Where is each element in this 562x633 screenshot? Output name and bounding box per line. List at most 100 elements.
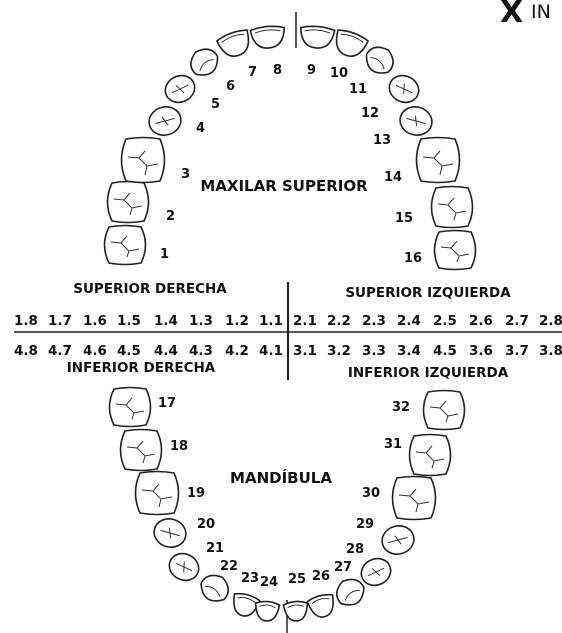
brand-logo: X IN: [500, 0, 551, 30]
upper-fdi-code: 2.2: [327, 313, 351, 329]
upper-tooth-number: 3: [181, 167, 190, 182]
tooth-outline: [432, 187, 473, 228]
lower-fdi-code: 4.3: [189, 343, 213, 359]
lower-fdi-code: 4.5: [433, 343, 457, 359]
tooth-outline: [216, 28, 254, 61]
lower-tooth-17: [110, 388, 151, 427]
tooth-outline: [122, 138, 165, 183]
lower-fdi-code: 3.2: [327, 343, 351, 359]
upper-tooth-1: [105, 226, 146, 265]
lower-fdi-code: 3.3: [362, 343, 386, 359]
upper-tooth-16: [435, 231, 476, 270]
lower-fdi-code: 4.5: [117, 343, 141, 359]
upper-tooth-12: [385, 71, 423, 107]
upper-fdi-code: 1.4: [154, 313, 178, 329]
lower-fdi-code: 3.4: [397, 343, 421, 359]
tooth-outline: [307, 592, 338, 619]
upper-tooth-number: 9: [307, 63, 316, 78]
upper-teeth: [105, 25, 476, 269]
quadrant-lower-right: INFERIOR DERECHA: [67, 360, 216, 376]
upper-fdi-code: 1.2: [225, 313, 249, 329]
upper-tooth-number: 14: [384, 170, 402, 185]
upper-tooth-number: 4: [196, 121, 205, 136]
lower-tooth-24: [254, 600, 280, 622]
tooth-outline: [361, 41, 400, 79]
lower-tooth-30: [393, 477, 436, 520]
upper-tooth-number: 8: [273, 63, 282, 78]
quadrant-lower-left: INFERIOR IZQUIERDA: [348, 365, 509, 381]
lower-tooth-number: 27: [334, 560, 352, 575]
lower-fdi-code: 3.1: [293, 343, 317, 359]
tooth-outline: [299, 25, 335, 49]
lower-tooth-number: 24: [260, 575, 278, 590]
lower-tooth-number: 18: [170, 439, 188, 454]
tooth-outline: [417, 138, 460, 183]
lower-tooth-number: 26: [312, 569, 330, 584]
upper-tooth-7: [216, 28, 254, 61]
upper-fdi-code: 1.7: [48, 313, 72, 329]
lower-fdi-code: 4.1: [259, 343, 283, 359]
lower-tooth-number: 29: [356, 517, 374, 532]
lower-tooth-number: 28: [346, 542, 364, 557]
lower-tooth-26: [307, 592, 338, 619]
upper-tooth-4: [146, 103, 184, 138]
upper-tooth-number: 7: [248, 65, 257, 80]
upper-tooth-number: 15: [395, 211, 413, 226]
upper-tooth-10: [331, 28, 369, 61]
lower-arch-title: MANDÍBULA: [230, 468, 332, 487]
upper-fdi-code: 1.8: [14, 313, 38, 329]
upper-tooth-number: 6: [226, 79, 235, 94]
upper-fdi-code: 2.3: [362, 313, 386, 329]
brand-text: IN: [531, 1, 551, 23]
tooth-outline: [196, 569, 234, 607]
upper-fdi-code: 2.6: [469, 313, 493, 329]
tooth-outline: [108, 182, 149, 223]
lower-tooth-29: [379, 522, 417, 557]
upper-tooth-6: [185, 43, 224, 81]
tooth-outline: [121, 430, 162, 471]
upper-fdi-code: 1.6: [83, 313, 107, 329]
upper-tooth-3: [122, 138, 165, 183]
lower-tooth-number: 23: [241, 571, 259, 586]
quadrant-upper-right: SUPERIOR DERECHA: [73, 281, 227, 297]
lower-fdi-code: 4.2: [225, 343, 249, 359]
upper-fdi-code: 1.5: [117, 313, 141, 329]
upper-tooth-8: [250, 25, 286, 49]
upper-fdi-code: 2.8: [539, 313, 562, 329]
lower-tooth-number: 17: [158, 396, 176, 411]
lower-tooth-20: [151, 515, 189, 550]
upper-tooth-9: [299, 25, 335, 49]
upper-tooth-number: 10: [330, 66, 348, 81]
lower-fdi-code: 4.6: [83, 343, 107, 359]
tooth-outline: [136, 472, 179, 515]
upper-tooth-number: 16: [404, 251, 422, 266]
lower-tooth-22: [196, 569, 234, 607]
lower-tooth-number: 19: [187, 486, 205, 501]
lower-tooth-31: [410, 435, 451, 476]
quadrant-upper-left: SUPERIOR IZQUIERDA: [345, 285, 511, 301]
lower-tooth-number: 25: [288, 572, 306, 587]
lower-tooth-32: [424, 391, 465, 430]
upper-tooth-15: [432, 187, 473, 228]
upper-tooth-number: 12: [361, 106, 379, 121]
upper-tooth-number: 13: [373, 133, 391, 148]
tooth-outline: [393, 477, 436, 520]
lower-tooth-number: 31: [384, 437, 402, 452]
upper-fdi-code: 1.3: [189, 313, 213, 329]
tooth-outline: [105, 226, 146, 265]
tooth-outline: [254, 600, 280, 622]
lower-tooth-number: 22: [220, 559, 238, 574]
tooth-outline: [424, 391, 465, 430]
upper-fdi-code: 1.1: [259, 313, 283, 329]
upper-tooth-number: 1: [160, 247, 169, 262]
lower-tooth-21: [165, 549, 203, 585]
lower-fdi-code: 3.7: [505, 343, 529, 359]
lower-fdi-code: 3.8: [539, 343, 562, 359]
upper-fdi-code: 2.4: [397, 313, 421, 329]
tooth-outline: [250, 25, 286, 49]
tooth-outline: [331, 28, 369, 61]
lower-teeth: [110, 388, 465, 623]
lower-tooth-19: [136, 472, 179, 515]
